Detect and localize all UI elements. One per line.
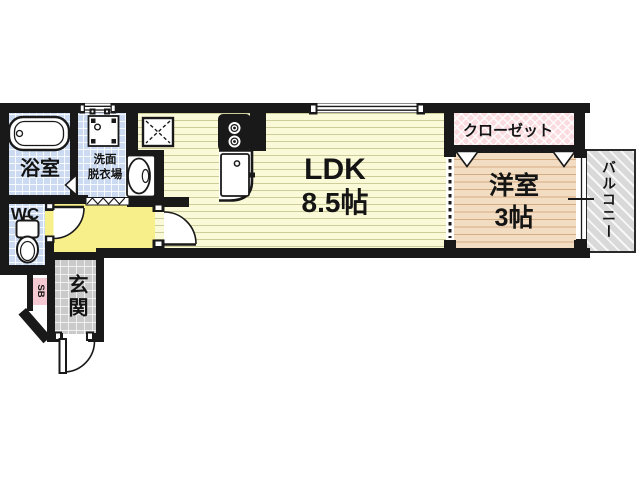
- wall-sink-right: [154, 156, 164, 199]
- bathtub-icon: [7, 115, 71, 152]
- wc-door-swing-icon: [45, 202, 85, 243]
- entrance-door-swing-icon: [54, 331, 96, 374]
- wall-entrance-left: [47, 252, 55, 342]
- ldk-label-name: LDK: [304, 153, 366, 186]
- wall-closet-left: [444, 103, 454, 155]
- wall-bottom: [98, 248, 590, 258]
- wall-hall-top: [127, 197, 189, 207]
- sliding-door-cap-top: [444, 148, 456, 157]
- wall-bath-bottom: [0, 195, 88, 204]
- washbasin-icon: [126, 154, 156, 198]
- room-closet-floor: [450, 111, 574, 147]
- entrance-label: 玄関: [65, 274, 87, 320]
- wall-shoebox-left: [27, 265, 33, 311]
- toilet-icon: [15, 215, 40, 264]
- wall-bath-wash: [70, 107, 78, 199]
- room-shoebox-floor: [33, 278, 48, 305]
- sliding-door-icon: [446, 157, 454, 240]
- balcony-label: バルコニー: [601, 160, 617, 240]
- western-room-label: 洋室 3帖: [489, 170, 539, 234]
- wall-wc-bottom: [0, 265, 52, 275]
- shoebox-label: SB: [34, 284, 46, 298]
- western-room-label-size: 3帖: [494, 204, 534, 232]
- room-entrance-floor: [52, 258, 98, 334]
- faucet-icon: [89, 108, 110, 115]
- washing-machine-pan-icon: [87, 115, 120, 147]
- window-icon: [79, 103, 116, 114]
- western-room-label-name: 洋室: [488, 172, 540, 200]
- washroom-label: 洗面 脱衣場: [88, 153, 123, 183]
- gas-stove-icon: [218, 114, 251, 151]
- kitchen-sink-icon: [219, 149, 255, 202]
- room-western-floor: [450, 145, 576, 251]
- wall-sink-top: [126, 150, 164, 158]
- wall-closet-bottom: [444, 145, 584, 153]
- bathroom-door-icon: [64, 173, 78, 197]
- wall-right-upper: [574, 103, 585, 158]
- entrance-step: [52, 252, 96, 260]
- wall-kitchen-back: [250, 113, 266, 151]
- balcony-window-icon: [568, 149, 594, 248]
- threshold-icon: [85, 197, 130, 206]
- ldk-window-icon: [309, 103, 425, 115]
- closet-label: クローゼット: [462, 122, 554, 140]
- wall-top: [0, 103, 590, 113]
- wall-left: [0, 103, 9, 275]
- wall-wash-ldk: [126, 107, 138, 155]
- washroom-label-line2: 脱衣場: [87, 169, 123, 181]
- wall-entrance-right: [96, 248, 104, 342]
- ldk-label: LDK 8.5帖: [302, 153, 369, 219]
- wc-label: WC: [10, 204, 40, 224]
- washroom-label-line1: 洗面: [93, 154, 117, 166]
- sliding-door-cap-bottom: [444, 240, 456, 249]
- refrigerator-space-icon: [141, 116, 175, 148]
- ldk-door-swing-icon: [152, 203, 197, 248]
- ldk-label-size: 8.5帖: [301, 187, 369, 218]
- wall-entrance-bottom-right: [88, 333, 104, 342]
- bathroom-label: 浴室: [20, 158, 60, 180]
- closet-door-icon: [454, 150, 577, 168]
